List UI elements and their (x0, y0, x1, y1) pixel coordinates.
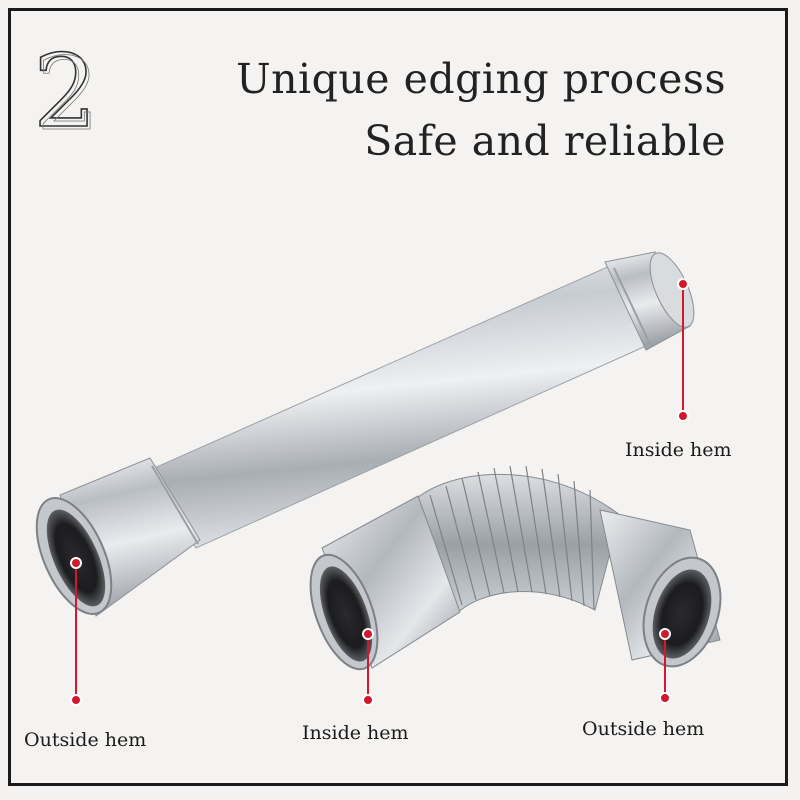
callout-marker (659, 628, 671, 640)
callout-marker (659, 692, 671, 704)
elbow-pipe (309, 465, 722, 671)
callout-label-inside-hem: Inside hem (625, 439, 732, 461)
headline-line-2: Safe and reliable (364, 117, 726, 165)
straight-pipe (35, 251, 695, 617)
callout-marker (677, 278, 689, 290)
step-number: 2 (33, 40, 97, 140)
callout-label-outside-hem: Outside hem (582, 718, 705, 740)
callout-marker (362, 694, 374, 706)
callout-marker (362, 628, 374, 640)
headline-line-1: Unique edging process (236, 55, 726, 103)
callout-marker (677, 410, 689, 422)
callout-marker (70, 557, 82, 569)
callout-label-outside-hem: Outside hem (24, 729, 147, 751)
step-number-icon: 2 2 (32, 40, 100, 140)
callout-marker (70, 694, 82, 706)
svg-text:2: 2 (36, 40, 100, 140)
callout-lines (75, 284, 684, 700)
callout-label-inside-hem: Inside hem (302, 722, 409, 744)
headline: Unique edging process Safe and reliable (236, 48, 726, 172)
